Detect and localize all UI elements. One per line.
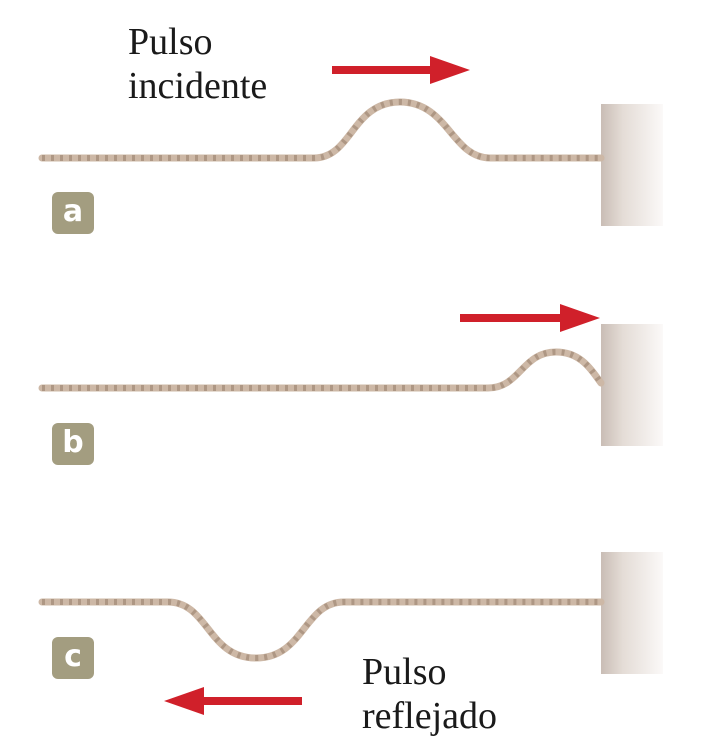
rope-c: [38, 598, 605, 662]
caption-line: Pulso: [128, 21, 213, 63]
rope-a: [38, 98, 605, 162]
caption-incident-pulse: Pulso incidente: [128, 20, 267, 108]
caption-line: reflejado: [362, 695, 498, 737]
panel-a: [38, 56, 663, 226]
panel-badge-b: b: [52, 423, 94, 465]
rope-b: [38, 348, 605, 392]
arrow-right-b: [460, 304, 600, 332]
fixed-wall-b: [601, 324, 663, 446]
panel-badge-c: c: [52, 637, 94, 679]
caption-line: incidente: [128, 65, 268, 107]
fixed-wall-c: [601, 552, 663, 674]
fixed-wall-a: [601, 104, 663, 226]
caption-line: Pulso: [362, 651, 447, 693]
arrow-left-c: [164, 687, 302, 715]
caption-reflected-pulse: Pulso reflejado: [362, 650, 497, 738]
panel-c: [38, 552, 663, 715]
panel-badge-a: a: [52, 192, 94, 234]
arrow-right-a: [332, 56, 470, 84]
panel-b: [38, 304, 663, 446]
